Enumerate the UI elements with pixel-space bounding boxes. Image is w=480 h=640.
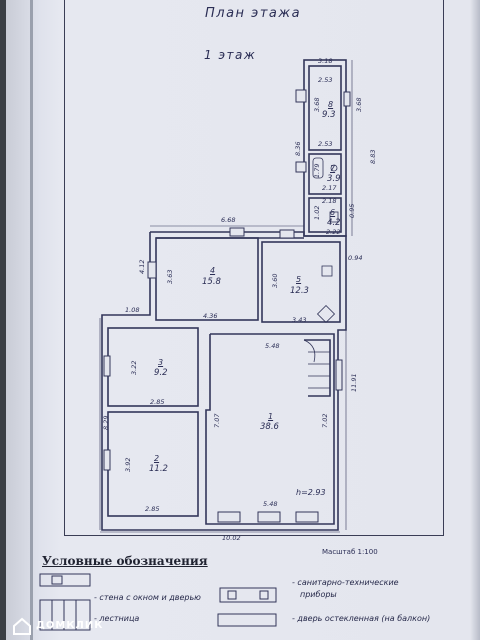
- room-3-area: 9.2: [154, 368, 168, 378]
- room-1-number: 1: [268, 412, 274, 421]
- room-7-area: 3.9: [327, 174, 341, 184]
- dim-label: 10.02: [222, 534, 241, 542]
- dim-label: 4.36: [203, 312, 218, 320]
- dim-label: 3.92: [124, 457, 132, 472]
- dim-label: 8.83: [369, 149, 377, 164]
- dim-label: 2.17: [322, 184, 337, 192]
- room-1-wall: [205, 333, 335, 525]
- dim-label: 3.68: [355, 97, 363, 112]
- room-4-number: 4: [210, 266, 216, 275]
- legend-sanitary-symbol: [219, 587, 277, 603]
- dim-label: 2.53: [318, 76, 333, 84]
- legend-stairs-symbol: [39, 599, 91, 631]
- dim-label: 2.18: [322, 197, 337, 205]
- legend-glass-door-symbol: [217, 613, 277, 627]
- dim-label: 5.48: [265, 342, 280, 350]
- room-8-number: 8: [328, 100, 334, 109]
- room-8-area: 9.3: [322, 110, 336, 120]
- watermark-text: ДОМКЛИК: [36, 620, 104, 631]
- room-5-number: 5: [296, 275, 302, 284]
- room-5-area: 12.3: [290, 286, 309, 296]
- watermark-logo: [12, 616, 32, 640]
- legend-wall-text: - стена с окном и дверью: [94, 593, 201, 602]
- scale-label: Масштаб 1:100: [322, 548, 378, 556]
- dim-label: 6.68: [221, 216, 236, 224]
- drawing-frame: [64, 0, 444, 536]
- room-3-number: 3: [158, 358, 164, 367]
- room-6-wall: [308, 197, 342, 233]
- legend-sanitary-text-1: - санитарно-технические: [292, 578, 399, 587]
- sink-icon-kitchen: [316, 304, 336, 324]
- dim-label: 2.53: [318, 140, 333, 148]
- sheet-edge: [30, 0, 33, 640]
- window: [295, 89, 307, 103]
- dim-label: 5.48: [263, 500, 278, 508]
- room-4-wall: [155, 237, 259, 321]
- room-6-area: 4.2: [327, 218, 341, 228]
- ceiling-height: h=2.93: [296, 488, 326, 497]
- dim-label: 4.12: [138, 259, 146, 274]
- room-5-wall: [261, 241, 341, 323]
- bath-icon: [312, 157, 324, 179]
- legend-wall-symbol: [39, 573, 91, 587]
- legend-title: Условные обозначения: [42, 554, 208, 568]
- room-2-area: 11.2: [149, 464, 168, 474]
- legend-stairs-text: - лестница: [94, 614, 140, 623]
- house-icon: [13, 617, 31, 635]
- room-6-number: 6: [330, 208, 336, 217]
- dim-label: 8.29: [102, 415, 110, 430]
- room-3-wall: [107, 327, 199, 407]
- dim-label: 1.08: [125, 306, 140, 314]
- room-2-number: 2: [154, 454, 160, 463]
- main-outer-wall: [101, 231, 347, 531]
- dim-label: 11.91: [350, 373, 358, 392]
- dim-label: 0.94: [348, 254, 363, 262]
- dim-label: 3.22: [130, 360, 138, 375]
- dim-label: 3.18: [318, 57, 333, 65]
- room-7-wall: [308, 153, 342, 195]
- legend-sanitary-text-2: приборы: [300, 590, 337, 599]
- sink-icon: [329, 211, 339, 223]
- room-1-area: 38.6: [260, 422, 279, 432]
- dim-label: 2.85: [145, 505, 160, 513]
- dim-label: 0.95: [348, 203, 356, 218]
- dim-label: 8.36: [294, 141, 302, 156]
- toilet-icon: [330, 164, 338, 172]
- legend-glass-door-text: - дверь остекленная (на балкон): [292, 614, 431, 623]
- tower-outer-wall: [303, 59, 347, 237]
- dim-label: 3.63: [166, 269, 174, 284]
- room-4-area: 15.8: [202, 277, 221, 287]
- dim-label: 1.79: [313, 163, 321, 178]
- floor-label: 1 этаж: [204, 48, 257, 62]
- dim-label: 2.22: [326, 228, 341, 236]
- stairs: [304, 339, 331, 397]
- dim-label: 7.07: [213, 413, 221, 428]
- dim-label: 1.02: [313, 205, 321, 220]
- dim-label: 7.02: [321, 413, 329, 428]
- dim-label: 3.60: [271, 273, 279, 288]
- dim-label: 2.85: [150, 398, 165, 406]
- plan-title: План этажа: [205, 6, 302, 21]
- dim-label: 3.68: [313, 97, 321, 112]
- room-7-number: 7: [330, 164, 336, 173]
- stove-icon: [321, 265, 333, 277]
- room-8-wall: [308, 65, 342, 151]
- dim-label: 3.43: [292, 316, 307, 324]
